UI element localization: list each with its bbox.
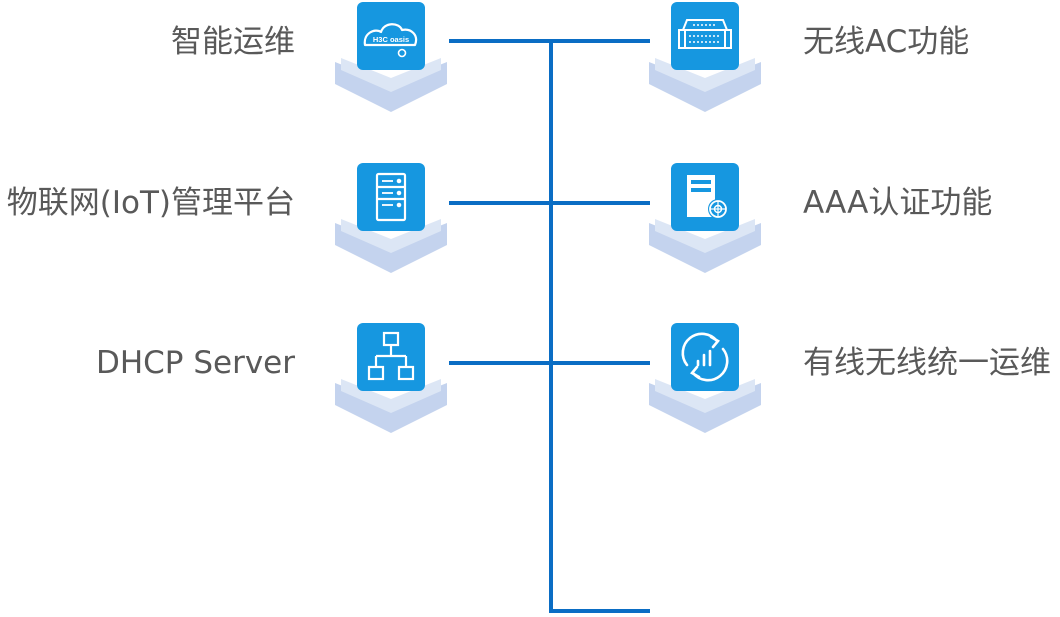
tile-smart-ops: H3C oasis <box>335 0 447 112</box>
label-unified-ops: 有线无线统一运维 <box>803 345 1051 381</box>
label-smart-ops: 智能运维 <box>171 24 295 60</box>
label-iot-platform: 物联网(IoT)管理平台 <box>6 185 295 221</box>
tile-aaa-auth <box>649 161 761 273</box>
label-aaa-auth: AAA认证功能 <box>803 185 993 221</box>
logo-text: H3C oasis <box>373 35 409 44</box>
tile-dhcp-server <box>335 321 447 433</box>
tile-unified-ops <box>649 321 761 433</box>
refresh-analytics-icon <box>681 332 729 382</box>
network-topology-icon <box>367 331 415 381</box>
server-tower-icon <box>375 172 407 222</box>
cloud-oasis-icon: H3C oasis <box>363 23 418 58</box>
label-wireless-ac: 无线AC功能 <box>803 24 970 60</box>
auth-server-icon <box>687 175 728 219</box>
rack-controller-icon <box>678 19 732 49</box>
tile-iot-platform <box>335 161 447 273</box>
label-dhcp-server: DHCP Server <box>95 345 295 381</box>
tile-wireless-ac <box>649 0 761 112</box>
